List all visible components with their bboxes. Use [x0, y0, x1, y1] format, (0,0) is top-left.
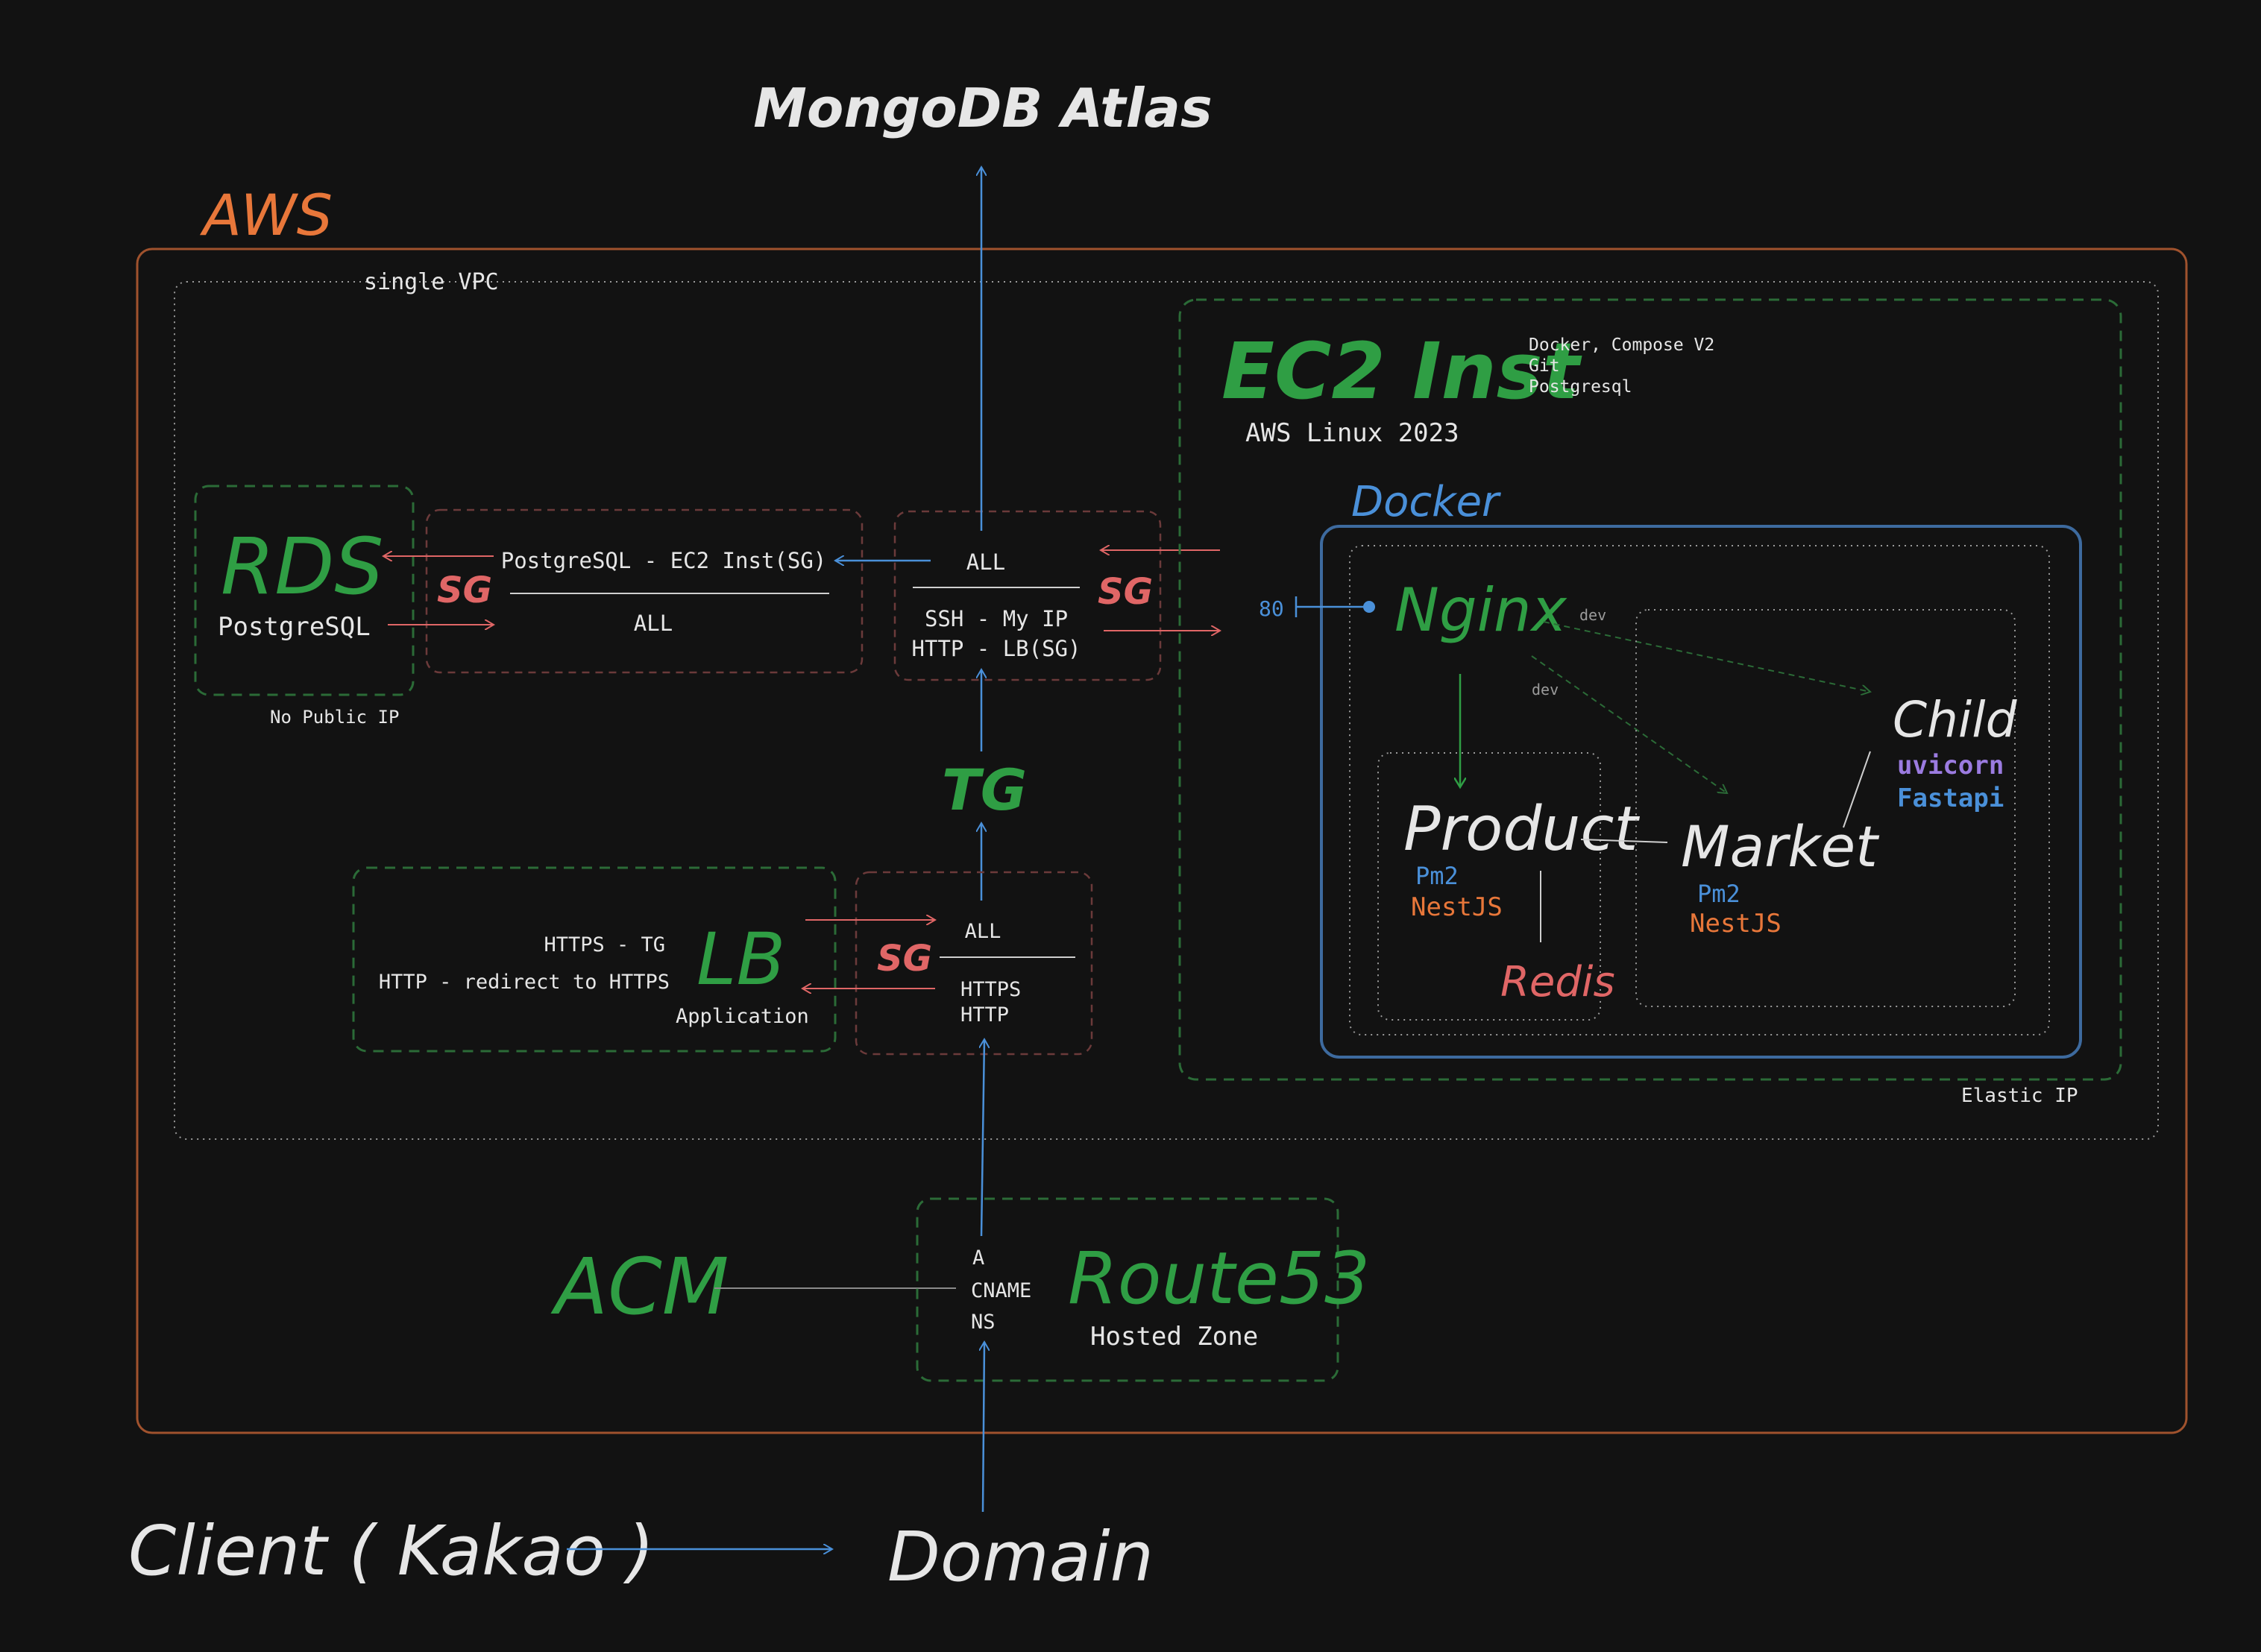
- rds-sg-label: SG: [437, 570, 492, 611]
- vpc-boundary: [174, 281, 2159, 1140]
- route53-to-lb-arrow: [981, 1039, 984, 1237]
- rds-no-public-ip: No Public IP: [270, 707, 399, 728]
- docker-box: [1320, 525, 2082, 1059]
- rds-sg-outbound-rule: ALL: [634, 611, 673, 636]
- route53-record-cname: CNAME: [971, 1279, 1031, 1302]
- ec2-os: AWS Linux 2023: [1245, 418, 1459, 448]
- route53-record-ns: NS: [971, 1311, 996, 1334]
- redis-title: Redis: [1500, 958, 1615, 1006]
- lb-rule-http: HTTP - redirect to HTTPS: [379, 971, 670, 994]
- port-80-label: 80: [1259, 596, 1284, 621]
- lb-sg-label: SG: [877, 938, 932, 980]
- child-server: uvicorn: [1897, 751, 2004, 781]
- market-title: Market: [1681, 813, 1880, 880]
- mongodb-atlas-title: MongoDB Atlas: [753, 77, 1212, 139]
- product-runtime: Pm2: [1415, 862, 1459, 890]
- dev-label-child: dev: [1579, 606, 1606, 624]
- lb-box: [352, 866, 837, 1053]
- market-child-container: [1635, 609, 2016, 1007]
- route53-title: Route53: [1068, 1237, 1370, 1320]
- lb-sg-box: [855, 871, 1093, 1056]
- aws-boundary: [136, 248, 2188, 1434]
- lb-sg-inbound-https: HTTPS: [960, 978, 1021, 1001]
- client-title: Client ( Kakao ): [128, 1511, 654, 1591]
- dev-label-market: dev: [1532, 681, 1559, 699]
- market-runtime: Pm2: [1697, 880, 1740, 908]
- child-framework: Fastapi: [1897, 784, 2004, 813]
- nginx-title: Nginx: [1394, 576, 1568, 645]
- nginx-to-child-dev-arrow: [1543, 621, 1870, 692]
- acm-title: ACM: [550, 1241, 729, 1332]
- rds-engine: PostgreSQL: [218, 612, 371, 642]
- ec2-sg-inbound-rule-ssh: SSH - My IP: [925, 606, 1068, 631]
- product-market-line: [1580, 839, 1668, 843]
- ec2-sg-inbound-rule-http: HTTP - LB(SG): [912, 636, 1081, 661]
- vpc-label: single VPC: [364, 269, 499, 295]
- ec2-title: EC2 Inst: [1221, 326, 1582, 417]
- market-child-line: [1843, 751, 1871, 828]
- ec2-package-git: Git: [1529, 356, 1560, 376]
- ec2-sg-outbound-rule: ALL: [966, 549, 1005, 575]
- rds-box: [194, 485, 415, 696]
- rds-sg-inbound-rule: PostgreSQL - EC2 Inst(SG): [501, 548, 827, 573]
- port-80-dot: [1363, 601, 1375, 613]
- child-title: Child: [1893, 691, 2018, 748]
- ec2-package-docker: Docker, Compose V2: [1529, 335, 1714, 355]
- rds-sg-box: [425, 508, 864, 674]
- tg-title: TG: [942, 757, 1027, 823]
- domain-to-route53-arrow: [983, 1342, 984, 1513]
- lb-sg-inbound-http: HTTP: [960, 1003, 1009, 1027]
- market-framework: NestJS: [1690, 909, 1782, 939]
- aws-label: AWS: [199, 182, 333, 248]
- nginx-to-market-dev-arrow: [1531, 655, 1727, 793]
- rds-title: RDS: [221, 521, 383, 612]
- lb-type: Application: [676, 1005, 809, 1028]
- route53-box: [916, 1197, 1339, 1382]
- docker-title: Docker: [1351, 478, 1501, 526]
- route53-record-a: A: [972, 1246, 984, 1270]
- product-title: Product: [1403, 794, 1640, 865]
- lb-sg-outbound-rule: ALL: [965, 920, 1001, 943]
- docker-inner-network: [1349, 545, 2050, 1035]
- lb-rule-https: HTTPS - TG: [544, 933, 665, 956]
- domain-title: Domain: [887, 1517, 1154, 1597]
- ec2-sg-box: [893, 510, 1162, 681]
- product-framework: NestJS: [1411, 892, 1503, 922]
- ec2-sg-label: SG: [1098, 571, 1153, 613]
- route53-subtitle: Hosted Zone: [1090, 1322, 1258, 1352]
- ec2-package-postgresql: Postgresql: [1529, 377, 1632, 397]
- ec2-box: [1178, 298, 2122, 1081]
- elastic-ip-label: Elastic IP: [1961, 1085, 2078, 1107]
- lb-title: LB: [696, 918, 785, 1001]
